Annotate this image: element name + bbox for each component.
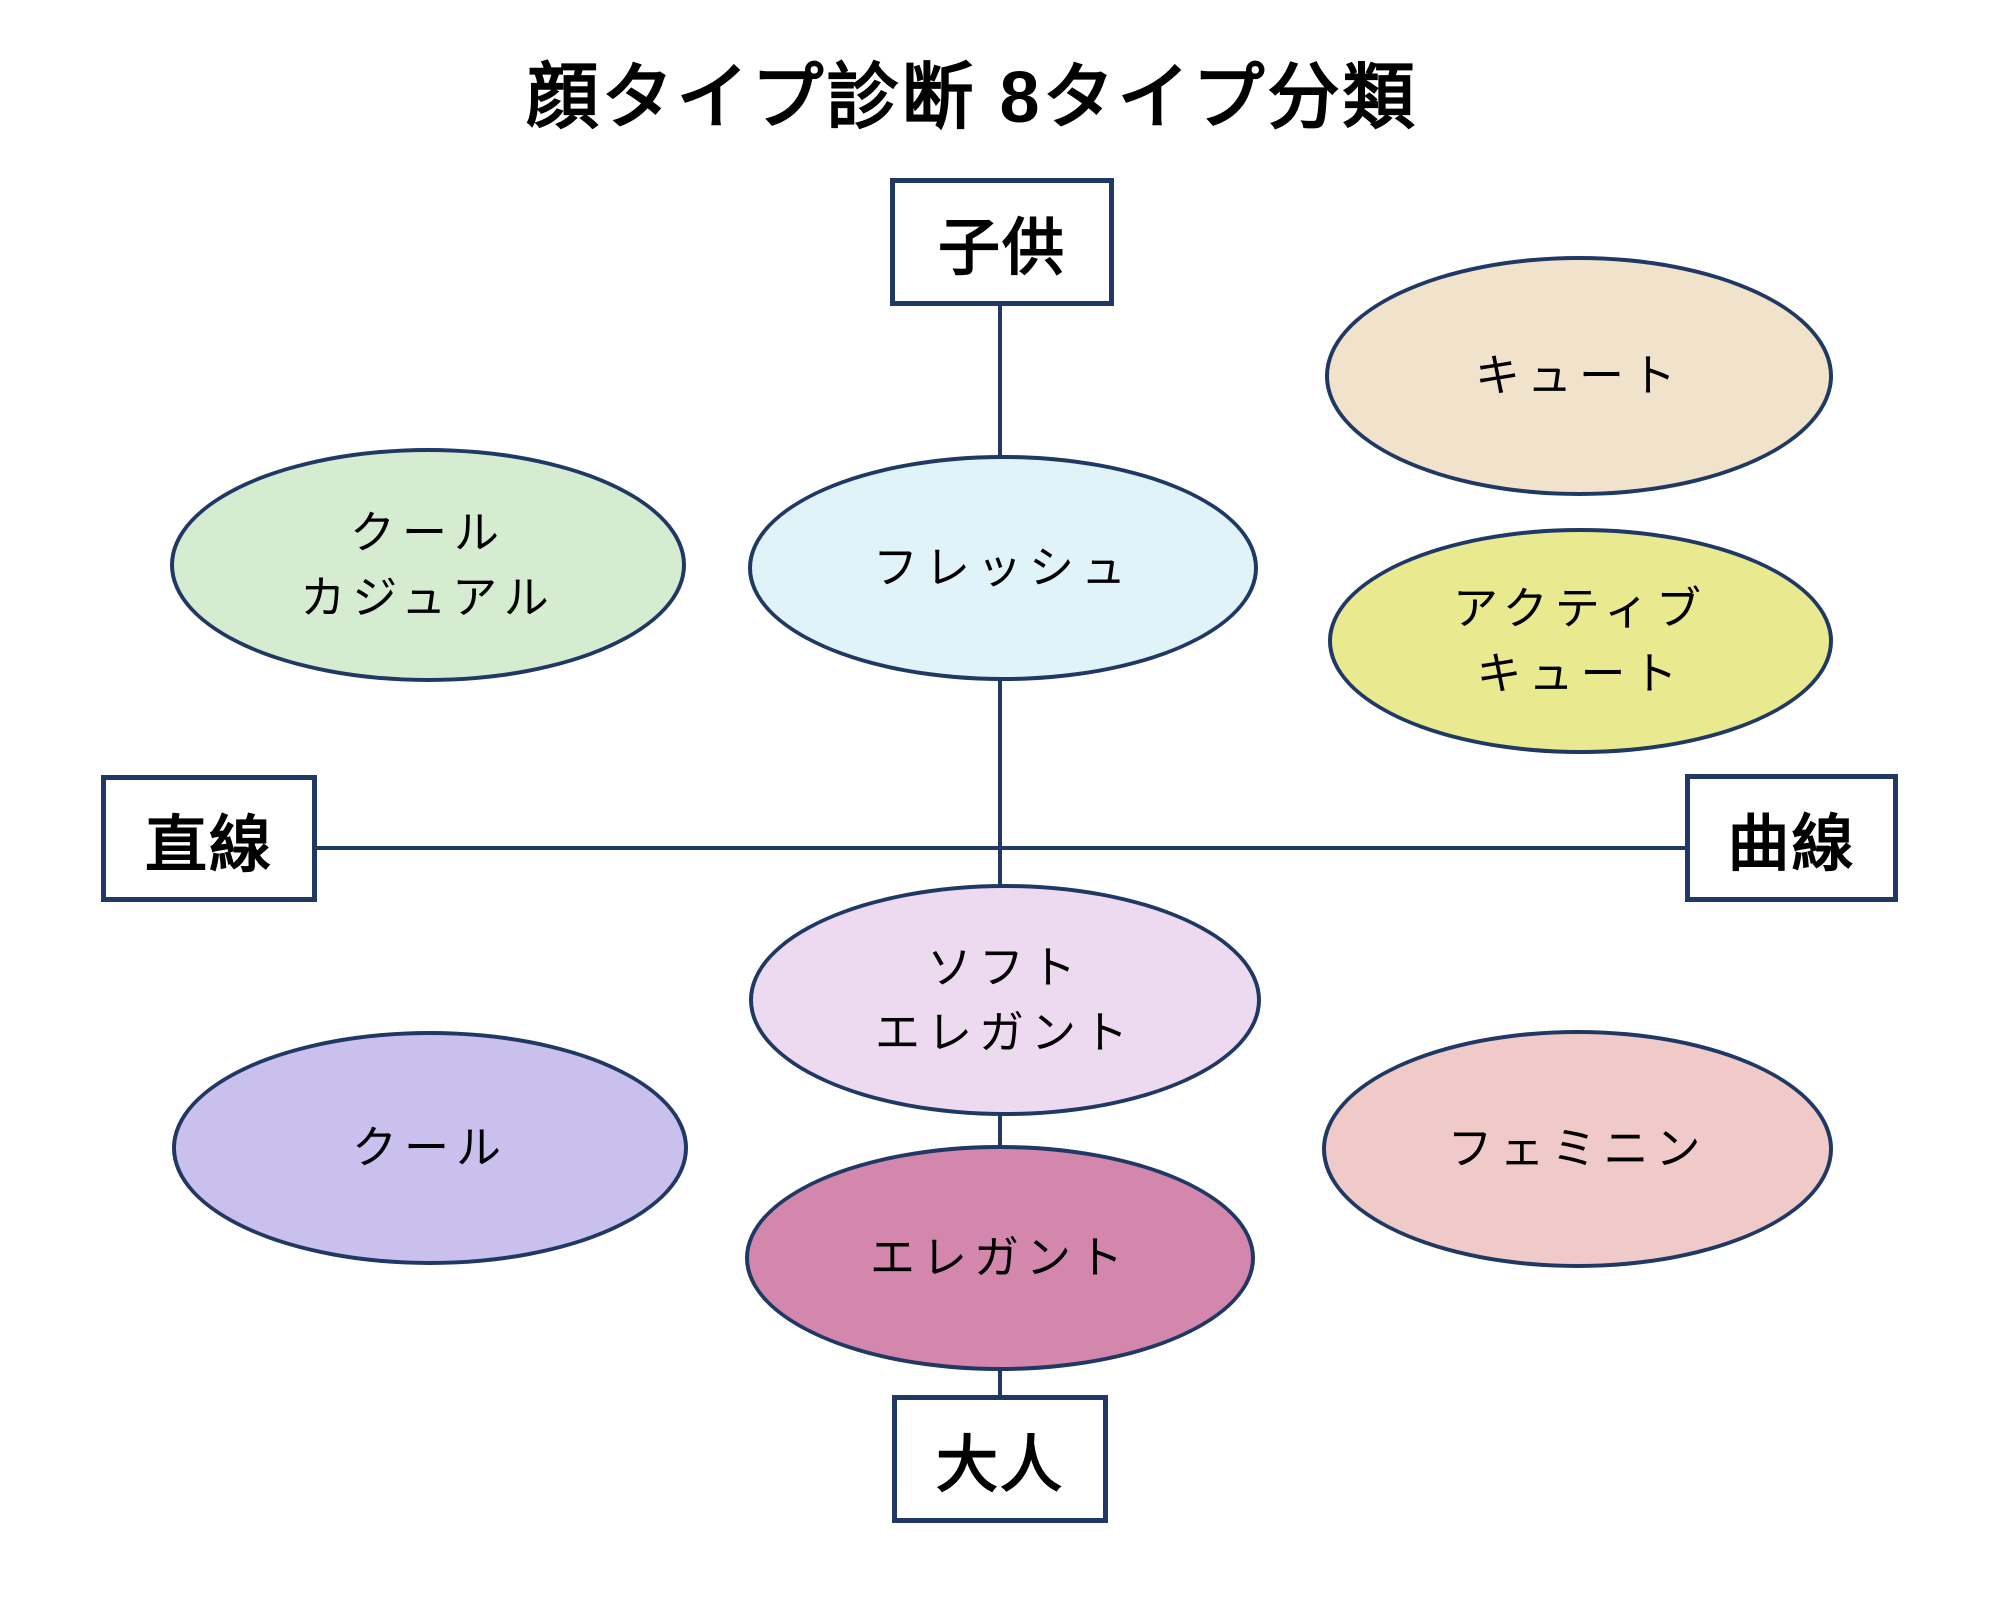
- axis-box-child: 子供: [890, 178, 1114, 306]
- type-label-line: キュート: [1474, 350, 1683, 402]
- type-ellipse-active-cute: アクティブ キュート: [1328, 528, 1833, 754]
- type-label-line: エレガント: [869, 1232, 1130, 1284]
- type-label-line: フェミニン: [1447, 1123, 1708, 1175]
- axis-box-adult: 大人: [892, 1395, 1108, 1523]
- type-label-line: キュート: [1476, 648, 1685, 699]
- page-title: 顔タイプ診断 8タイプ分類: [526, 58, 1418, 138]
- type-label-line: エレガント: [874, 1007, 1135, 1058]
- type-ellipse-soft-elegant: ソフト エレガント: [749, 884, 1261, 1116]
- type-ellipse-cool-casual: クール カジュアル: [170, 448, 686, 682]
- type-ellipse-cool: クール: [172, 1031, 688, 1265]
- axis-label-child: 子供: [937, 214, 1066, 283]
- type-ellipse-feminine: フェミニン: [1322, 1030, 1833, 1268]
- type-label-line: クール: [351, 1122, 508, 1174]
- axis-label-adult: 大人: [935, 1431, 1064, 1500]
- type-label-line: ソフト: [926, 941, 1083, 993]
- vertical-axis-line: [998, 306, 1002, 1395]
- type-ellipse-fresh: フレッシュ: [748, 455, 1258, 681]
- type-label-line: カジュアル: [300, 572, 556, 623]
- axis-box-straight: 直線: [101, 775, 317, 902]
- type-ellipse-elegant: エレガント: [745, 1145, 1255, 1371]
- type-ellipse-cute: キュート: [1325, 256, 1833, 496]
- type-label-line: フレッシュ: [872, 542, 1133, 594]
- type-label-line: アクティブ: [1452, 582, 1709, 634]
- axis-label-curved: 曲線: [1727, 810, 1856, 879]
- horizontal-axis-line: [317, 846, 1685, 850]
- axis-box-curved: 曲線: [1685, 774, 1898, 902]
- type-label-line: クール: [349, 506, 506, 558]
- axis-label-straight: 直線: [144, 810, 273, 880]
